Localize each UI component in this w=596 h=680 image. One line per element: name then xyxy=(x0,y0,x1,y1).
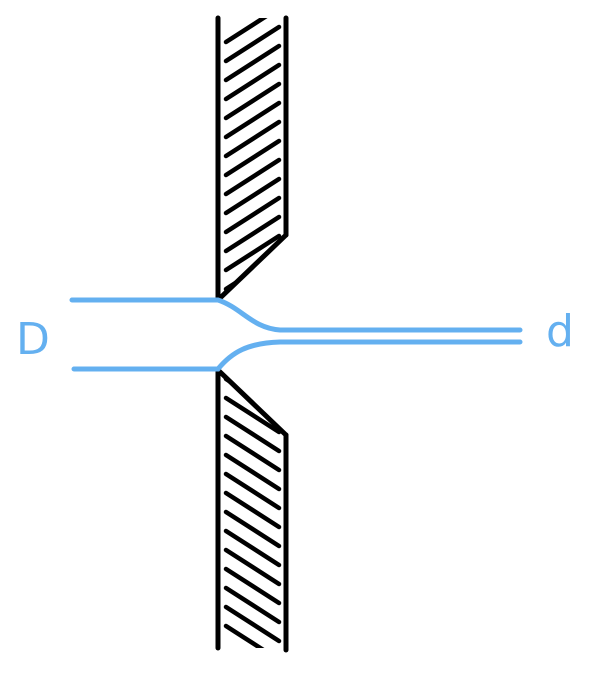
upper-wall-hatch-stroke xyxy=(223,81,282,121)
upper-wall-hatch-stroke xyxy=(223,119,282,159)
upper-wall-hatch-stroke xyxy=(223,214,282,254)
lower-wall-hatching xyxy=(223,370,282,648)
upper-wall-hatch-stroke xyxy=(223,157,282,197)
lower-wall-hatch-stroke xyxy=(223,471,282,511)
upper-wall-hatching xyxy=(223,18,282,300)
lower-wall-hatch-stroke xyxy=(223,623,282,648)
upper-wall-hatch-stroke xyxy=(223,252,282,292)
upper-wall-hatch-stroke xyxy=(223,62,282,102)
flow-stream xyxy=(69,297,523,372)
lower-wall-hatch-stroke xyxy=(223,509,282,549)
upper-wall-hatch-stroke xyxy=(223,176,282,216)
upper-wall-hatch-stroke xyxy=(223,138,282,178)
upper-streamline xyxy=(69,297,523,333)
upper-wall-hatch-stroke xyxy=(223,195,282,235)
lower-wall-hatch-stroke xyxy=(223,604,282,644)
lower-wall-hatch-stroke xyxy=(223,414,282,454)
upper-wall-hatch-stroke xyxy=(223,271,282,300)
upper-wall-hatch-stroke xyxy=(223,18,282,45)
lower-wall-hatch-stroke xyxy=(223,490,282,530)
upper-wall-hatch-stroke xyxy=(223,24,282,64)
lower-wall-hatch-stroke xyxy=(223,433,282,473)
lower-wall-hatch-stroke xyxy=(223,452,282,492)
outlet-diameter-label: d xyxy=(546,306,574,357)
inlet-diameter-label: D xyxy=(16,314,50,365)
lower-wall-hatch-stroke xyxy=(223,370,282,397)
upper-wall-hatch-stroke xyxy=(223,233,282,273)
lower-wall-hatch-stroke xyxy=(223,528,282,568)
lower-wall-hatch-stroke xyxy=(223,566,282,606)
lower-wall-hatch-stroke xyxy=(223,395,282,435)
lower-wall-hatch-stroke xyxy=(223,547,282,587)
upper-wall-hatch-stroke xyxy=(223,100,282,140)
upper-wall-hatch-stroke xyxy=(223,43,282,83)
lower-streamline xyxy=(71,339,523,372)
lower-wall-hatch-stroke xyxy=(223,585,282,625)
